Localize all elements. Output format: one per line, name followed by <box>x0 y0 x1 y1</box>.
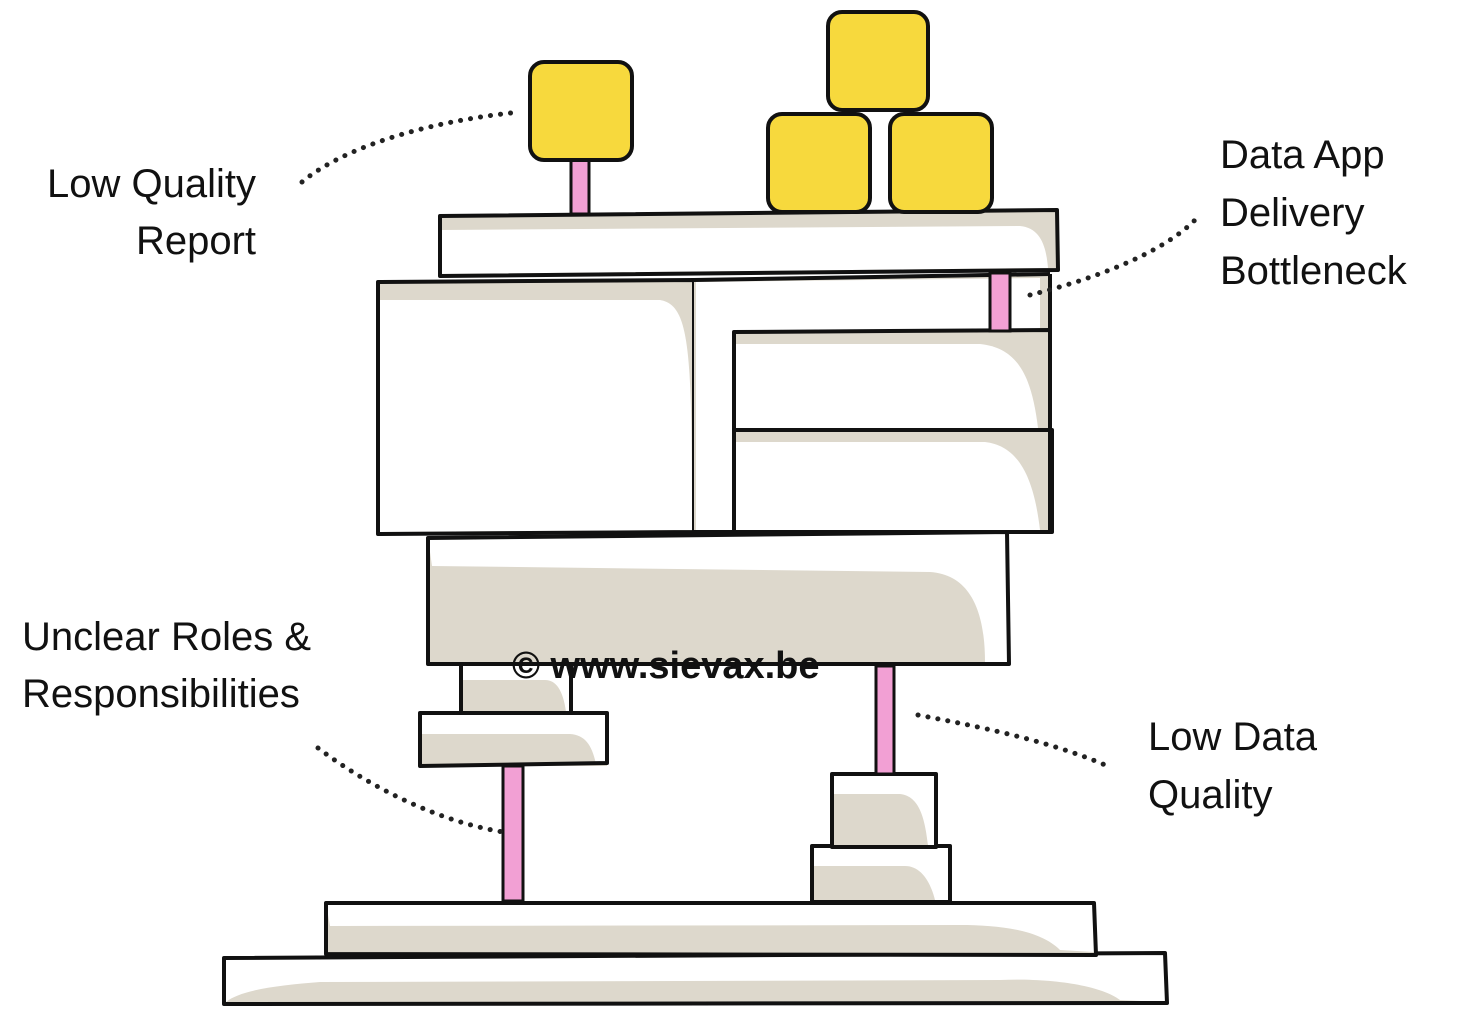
label-unclear-roles: Unclear Roles & Responsibilities <box>22 615 311 716</box>
label-line: Low Data <box>1148 715 1318 759</box>
label-data-app-delivery: Data App Delivery Bottleneck <box>1220 133 1408 293</box>
right-upper-block <box>830 772 938 849</box>
leader-low-quality-report <box>299 109 523 185</box>
leader-data-app-delivery <box>1027 217 1198 298</box>
right-drawer-lower <box>732 428 1054 534</box>
right-drawer-upper <box>732 328 1052 432</box>
cube-stack-left <box>766 112 872 214</box>
leader-low-data-quality <box>915 712 1115 771</box>
label-line: Responsibilities <box>22 672 300 716</box>
middle-wide-block <box>426 530 1011 666</box>
pin-right-middle <box>874 664 896 776</box>
label-line: Bottleneck <box>1220 249 1408 293</box>
large-left-block <box>376 278 696 536</box>
right-column-outline <box>694 274 1052 534</box>
label-line: Report <box>136 219 256 263</box>
label-low-data-quality: Low Data Quality <box>1148 715 1318 817</box>
base-platform-top <box>324 901 1098 957</box>
top-beam <box>438 208 1060 278</box>
cube-stack-right <box>888 112 994 214</box>
base-platform-bottom <box>222 951 1169 1006</box>
label-low-quality-report: Low Quality Report <box>47 162 256 263</box>
right-lower-block <box>810 844 952 904</box>
pin-left-bottom <box>501 764 525 903</box>
label-line: Unclear Roles & <box>22 615 311 659</box>
left-leg-block <box>418 711 609 768</box>
label-line: Delivery <box>1220 191 1364 235</box>
cube-single <box>528 60 634 162</box>
cube-stack-top <box>826 10 930 112</box>
label-line: Data App <box>1220 133 1385 177</box>
leader-unclear-roles <box>315 745 506 835</box>
label-line: Quality <box>1148 773 1273 817</box>
pin-right-top <box>988 271 1012 333</box>
label-line: Low Quality <box>47 162 256 206</box>
watermark: © www.sievax.be <box>512 645 820 687</box>
pin-left-top <box>569 156 591 216</box>
